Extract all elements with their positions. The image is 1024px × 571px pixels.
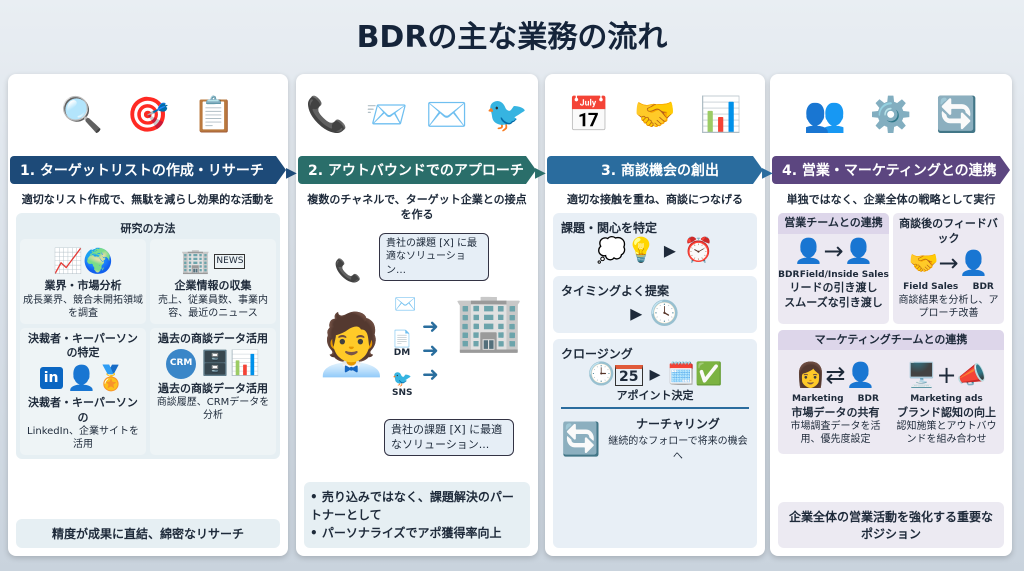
cycle-icon: 🔄 <box>561 419 601 458</box>
open-mail-icon: 📨 <box>365 95 409 135</box>
step2-card: 📞 📨 ✉️ 🐦 2. アウトバウンドでのアプローチ 複数のチャネルで、ターゲット企業… <box>296 74 538 556</box>
step3-card: 📅 🤝 📊 3. 商談機会の創出 適切な接触を重ね、商談につなげる 課題・関心を特定… <box>545 74 765 556</box>
growth-chart-globe-icon: 📈🌍 <box>53 246 113 275</box>
outreach-illustration: 貴社の課題 [X] に最適なソリューション… 📞 🧑‍💼 ✉️ 📄DM 🐦SNS… <box>304 229 530 461</box>
gears-icon: ⚙️ <box>869 95 913 135</box>
step4-subtitle: 単独ではなく、企業全体の戦略として実行 <box>786 193 996 206</box>
dm-channel: 📄DM <box>392 328 412 358</box>
arrows-icon: ➜➜➜ <box>422 313 439 386</box>
step4-card: 👥 ⚙️ 🔄 4. 営業・マーケティングとの連携 単独ではなく、企業全体の戦略として… <box>770 74 1012 556</box>
step2-points: • 売り込みではなく、課題解決のパートナーとして • パーソナライズでアポ獲得率… <box>304 482 530 548</box>
meeting-icon: 📊 <box>699 95 743 135</box>
speech-bubble: 貴社の課題 [X] に最適なソリューション... <box>384 418 514 457</box>
step2-subtitle: 複数のチャネルで、ターゲット企業との接点を作る <box>307 193 527 222</box>
page-title: BDRの主な業務の流れ <box>356 20 668 55</box>
calendar-check-icon: 📅 <box>567 95 611 135</box>
stage-closing: クロージング 🕒25 ▸ 🗓️✅ アポイント決定 🔄ナーチャリング継続的なフォロ… <box>553 339 757 548</box>
target-building-icon: 🏢 <box>454 289 524 355</box>
clock-arrow-icon: ▸ 🕓 <box>630 299 680 328</box>
database-search-icon: 🔍 <box>60 95 104 135</box>
method-market-analysis: 📈🌍業界・市場分析成長業界、競合未開拓領域を調査 <box>20 239 146 324</box>
stage-propose: タイミングよく提案▸ 🕓 <box>553 276 757 334</box>
crm-database-icon: CRM🗄️📊 <box>153 346 273 382</box>
flow-arrow: ▶ <box>762 165 773 181</box>
phone-icon: 📞 <box>305 95 349 135</box>
handoff-icon: 👤→👤 <box>793 237 874 266</box>
step2-heading: 2. アウトバウンドでのアプローチ <box>298 156 536 184</box>
panel-title: 研究の方法 <box>120 222 176 236</box>
checklist-icon: 📋 <box>192 95 236 135</box>
flow-arrow: ▶ <box>535 165 546 181</box>
idea-clock-icon: 💭💡 ▸ ⏰ <box>596 236 714 265</box>
sns-channel: 🐦SNS <box>392 368 413 398</box>
businessman-icon: 🧑‍💼 <box>314 309 389 380</box>
megaphone-icon: 🖥️+📣 <box>906 361 987 390</box>
linkedin-person-badge-icon: in👤🏅 <box>23 360 143 396</box>
step3-subtitle: 適切な接触を重ね、商談につなげる <box>567 193 743 206</box>
step1-heading: 1. ターゲットリストの作成・リサーチ <box>10 156 286 184</box>
calendar-icon: 🕒25 ▸ 🗓️✅ <box>587 362 723 388</box>
team-icon: 👥 <box>803 95 847 135</box>
cycle-arrows-icon: 🔄 <box>935 95 979 135</box>
step3-heading: 3. 商談機会の創出 <box>547 156 763 184</box>
bullet-point: • パーソナライズでアポ獲得率向上 <box>310 526 502 540</box>
step1-subtitle: 適切なリスト作成で、無駄を減らし効果的な活動を <box>21 193 275 206</box>
target-icon: 🎯 <box>126 95 170 135</box>
handshake-person-icon: 🤝→👤 <box>908 249 989 278</box>
speech-bubble: 貴社の課題 [X] に最適なソリューション… <box>379 232 489 282</box>
mail-icon: ✉️ <box>425 95 469 135</box>
phone-icon: 📞 <box>334 258 362 284</box>
step1-card: 🔍 🎯 📋 1. ターゲットリストの作成・リサーチ 適切なリスト作成で、無駄を減らし… <box>8 74 288 556</box>
nurturing: 🔄ナーチャリング継続的なフォローで将来の機会へ <box>561 407 749 462</box>
step4-footer: 企業全体の営業活動を強化する重要なポジション <box>778 502 1004 548</box>
step4-heading: 4. 営業・マーケティングとの連携 <box>772 156 1010 184</box>
bullet-point: • 売り込みではなく、課題解決のパートナーとして <box>310 490 514 522</box>
social-icon: 🐦 <box>485 95 529 135</box>
flow-arrow: ▶ <box>286 165 297 181</box>
building-news-icon: 🏢NEWS <box>180 246 246 275</box>
exchange-icon: 👩⇄👤 <box>795 361 876 390</box>
mail-icon: ✉️ <box>394 293 417 315</box>
stage-identify: 課題・関心を特定💭💡 ▸ ⏰ <box>553 213 757 271</box>
step1-footer: 精度が成果に直結、綿密なリサーチ <box>16 519 280 548</box>
handshake-icon: 🤝 <box>633 95 677 135</box>
